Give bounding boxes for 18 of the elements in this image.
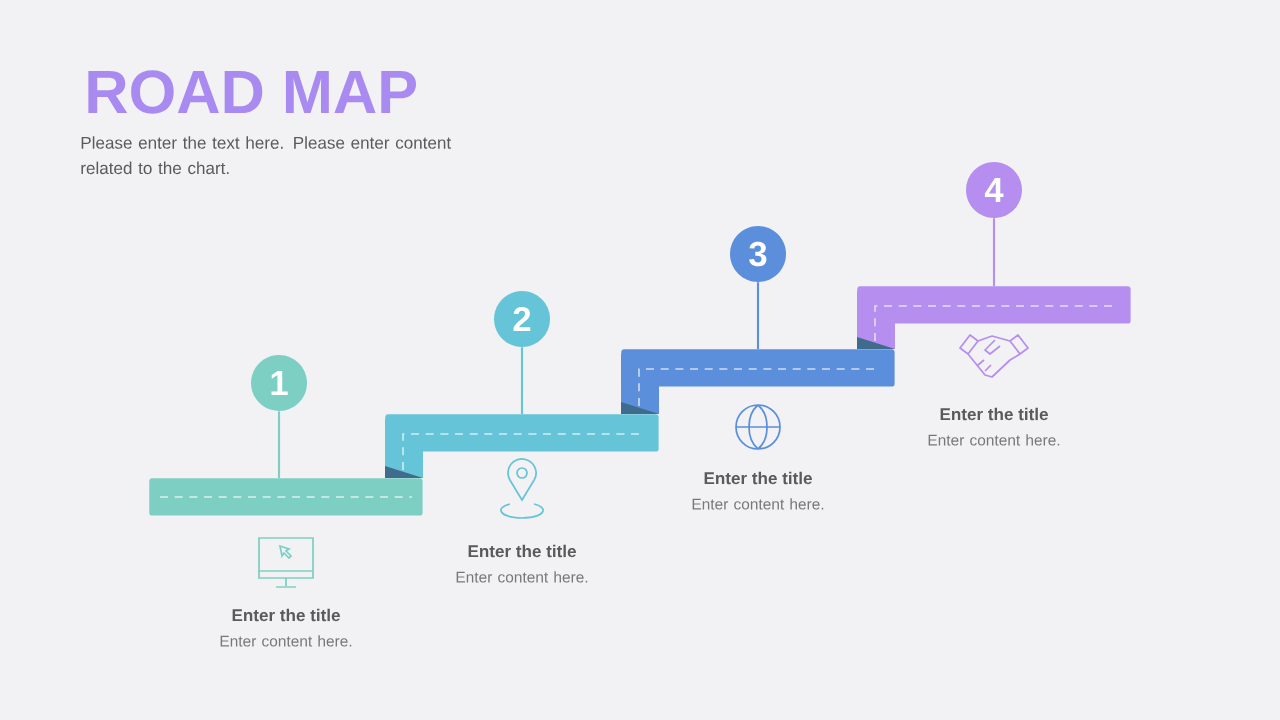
road-segment	[857, 286, 1131, 349]
connector-line	[520, 347, 524, 414]
heading: ROAD MAP	[88, 70, 416, 114]
connector-line	[277, 411, 281, 478]
road-segment	[149, 478, 423, 516]
description-text: Please enter the text here. Please enter content related to the chart.	[81, 136, 452, 175]
road-segment	[621, 349, 895, 414]
connector-line	[992, 218, 996, 286]
step-description: Enter content here.	[692, 498, 824, 510]
step-description: Enter content here.	[456, 571, 588, 583]
step-title: Enter the title	[468, 544, 576, 558]
step-title: Enter the title	[704, 471, 812, 485]
connector-line	[756, 282, 760, 349]
step-description: Enter content here.	[220, 635, 352, 647]
step-title: Enter the title	[232, 608, 340, 622]
road-segment	[385, 414, 659, 478]
step-description: Enter content here.	[928, 434, 1060, 446]
step-title: Enter the title	[940, 407, 1048, 421]
